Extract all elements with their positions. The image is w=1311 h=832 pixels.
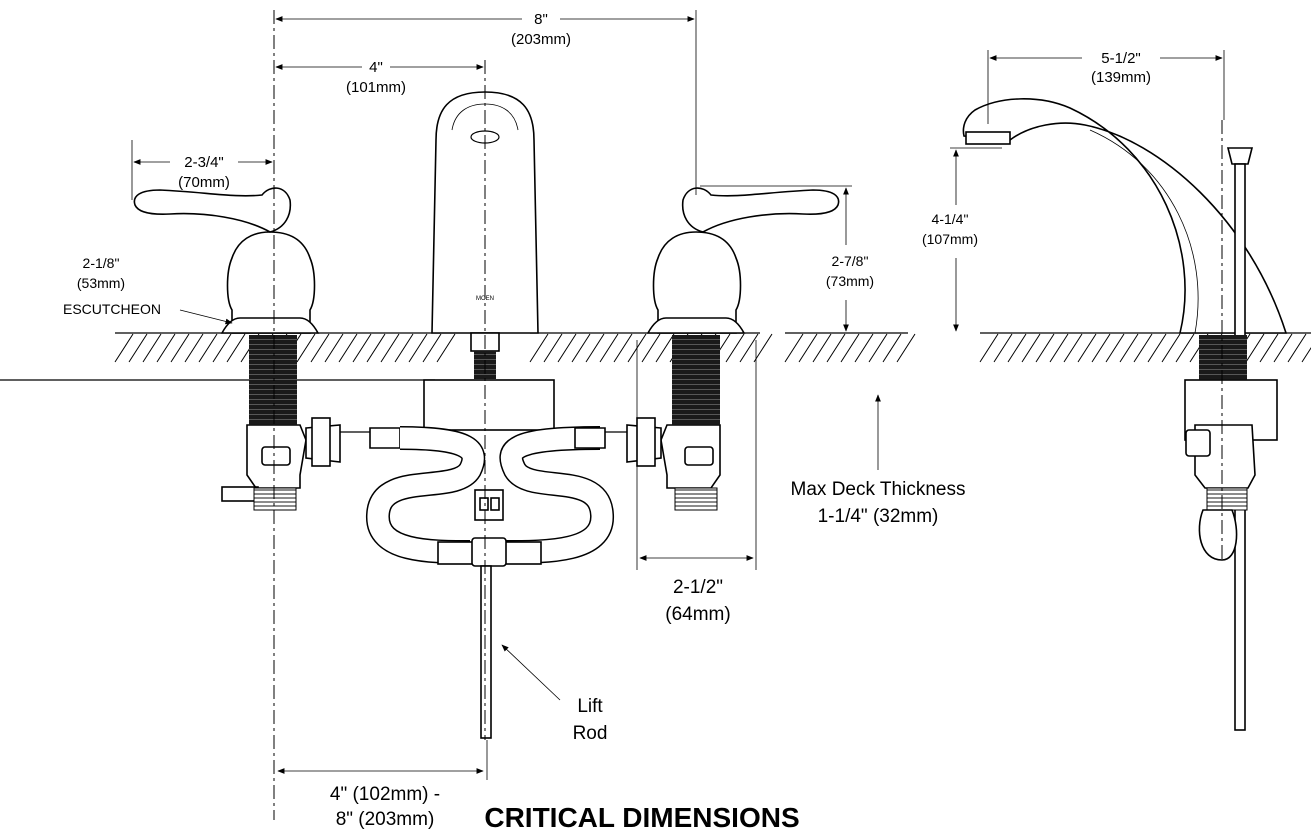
hatch-line — [655, 333, 675, 363]
right-valve — [626, 417, 721, 511]
right-shank — [672, 335, 720, 425]
hatch-line — [882, 333, 902, 363]
hatch-line — [1287, 333, 1307, 363]
dim-handle-height-imperial: 2-7/8" — [832, 253, 869, 269]
mounting-bracket — [423, 379, 555, 431]
hatch-line — [142, 333, 162, 363]
right-handle — [646, 187, 840, 334]
hatch-line — [352, 333, 372, 363]
dim-escutcheon-imperial: 2-1/8" — [83, 255, 120, 271]
hatch-line — [896, 333, 916, 363]
hatch-line — [436, 333, 456, 363]
hatch-line — [394, 333, 414, 363]
hatch-line — [1259, 333, 1279, 363]
hatch-line — [1245, 333, 1265, 363]
hatch-line — [739, 333, 759, 363]
dim-overall-spread-metric: (203mm) — [511, 31, 571, 48]
hatch-line — [184, 333, 204, 363]
hatch-line — [1063, 333, 1083, 363]
hatch-line — [585, 333, 605, 363]
hatch-line — [854, 333, 874, 363]
hatch-line — [1301, 347, 1311, 363]
hatch-line — [226, 333, 246, 363]
spread-range-line1: 4" (102mm) - — [330, 784, 440, 805]
hatch-line — [979, 333, 999, 363]
hatch-line — [812, 333, 832, 363]
hatch-line — [1049, 333, 1069, 363]
hatch-line — [725, 333, 745, 363]
hatch-line — [156, 333, 176, 363]
hatch-line — [1147, 333, 1167, 363]
dim-center-spout-imperial: 4" — [369, 59, 383, 76]
dim-handle-height-metric: (73mm) — [826, 273, 874, 289]
lift-rod — [480, 565, 492, 739]
hatch-line — [1007, 333, 1027, 363]
left-valve — [221, 417, 341, 511]
hatch-line — [1133, 333, 1153, 363]
hatch-line — [1119, 333, 1139, 363]
hatch-line — [641, 333, 661, 363]
hatch-line — [826, 333, 846, 363]
dim-handle-reach-imperial: 2-3/4" — [184, 154, 224, 171]
hatch-line — [128, 333, 148, 363]
hatch-line — [840, 333, 860, 363]
hatch-line — [1035, 333, 1055, 363]
hatch-line — [114, 333, 134, 363]
hatch-line — [338, 333, 358, 363]
hatch-line — [1105, 333, 1125, 363]
hatch-line — [212, 333, 232, 363]
hatch-line — [324, 333, 344, 363]
dim-shank-spacing-imperial: 2-1/2" — [673, 577, 723, 598]
front-view: MOEN — [0, 10, 1311, 832]
lift-rod-line1: Lift — [577, 696, 603, 717]
max-deck-line2: 1-1/4" (32mm) — [818, 506, 939, 527]
hatch-line — [753, 333, 773, 363]
hatch-line — [613, 333, 633, 363]
dim-spout-height-metric: (107mm) — [922, 231, 978, 247]
hatch-line — [1021, 333, 1041, 363]
lift-rod-line2: Rod — [573, 723, 608, 744]
hatch-line — [1077, 333, 1097, 363]
hatch-line — [993, 333, 1013, 363]
dim-escutcheon-label: ESCUTCHEON — [63, 301, 161, 317]
hatch-line — [380, 333, 400, 363]
dim-spout-reach-metric: (139mm) — [1091, 69, 1151, 86]
spread-range-line2: 8" (203mm) — [336, 809, 435, 830]
left-shank — [249, 335, 297, 425]
hatch-line — [408, 333, 428, 363]
dim-spout-height-imperial: 4-1/4" — [932, 211, 969, 227]
hatch-line — [1091, 333, 1111, 363]
dim-overall-spread-imperial: 8" — [534, 11, 548, 28]
hatch-line — [571, 333, 591, 363]
left-handle — [133, 187, 320, 334]
dim-handle-reach-metric: (70mm) — [178, 174, 230, 191]
hatch-line — [422, 333, 442, 363]
hatch-line — [599, 333, 619, 363]
max-deck-line1: Max Deck Thickness — [791, 479, 966, 500]
hatch-line — [543, 333, 563, 363]
dim-escutcheon-metric: (53mm) — [77, 275, 125, 291]
hatch-line — [868, 333, 888, 363]
dim-center-spout-metric: (101mm) — [346, 79, 406, 96]
hatch-line — [366, 333, 386, 363]
side-spout — [962, 98, 1288, 334]
hatch-line — [170, 333, 190, 363]
hatch-line — [529, 333, 549, 363]
hatch-line — [784, 333, 804, 363]
hatch-line — [296, 333, 316, 363]
dim-shank-spacing-metric: (64mm) — [665, 604, 730, 625]
hatch-line — [198, 333, 218, 363]
hatch-line — [310, 333, 330, 363]
side-view: 5-1/2" (139mm) 4-1/4" (107mm) — [922, 50, 1311, 731]
drawing-title: CRITICAL DIMENSIONS — [484, 802, 799, 832]
hatch-line — [1161, 333, 1181, 363]
supply-hoses — [340, 426, 627, 567]
dim-spout-reach-imperial: 5-1/2" — [1101, 50, 1141, 67]
hatch-line — [1175, 333, 1195, 363]
side-valve — [1184, 379, 1278, 561]
hatch-line — [557, 333, 577, 363]
hatch-line — [798, 333, 818, 363]
hatch-line — [1273, 333, 1293, 363]
